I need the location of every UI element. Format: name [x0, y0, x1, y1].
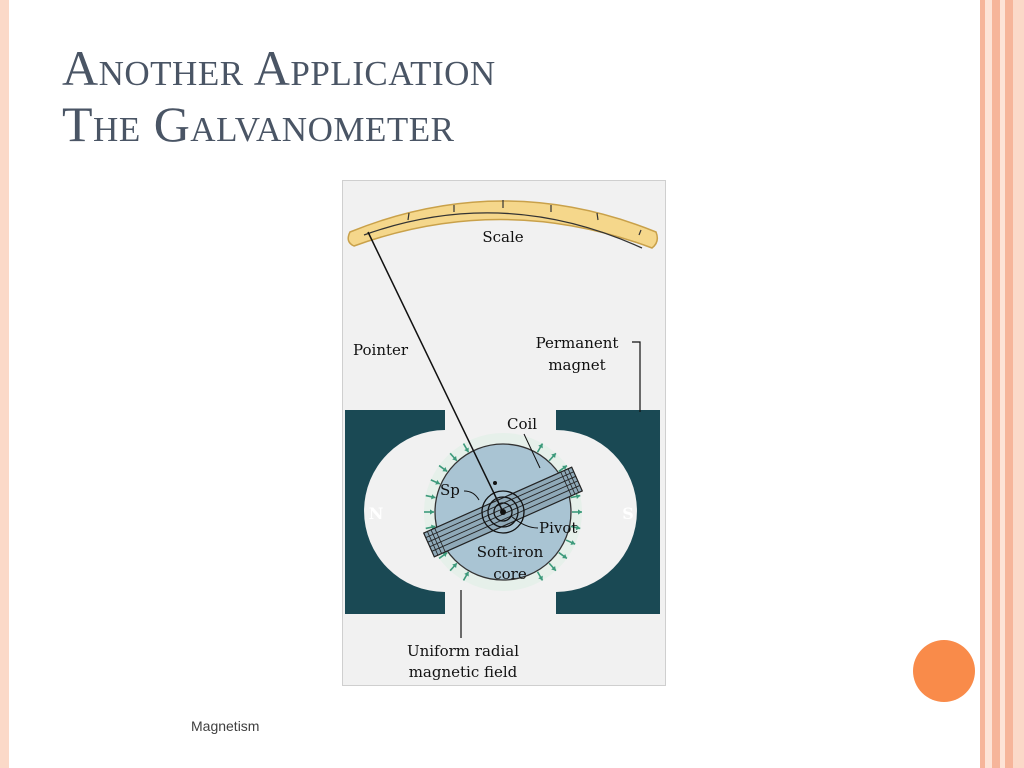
- scale-arc: [347, 200, 659, 249]
- field-arrowhead: [431, 494, 436, 500]
- field-arrowhead: [442, 552, 448, 558]
- permanent-magnet-label-1: Permanent: [536, 334, 619, 352]
- field-arrowhead: [551, 565, 556, 571]
- field-arrowhead: [464, 447, 469, 453]
- field-label-2: magnetic field: [409, 663, 518, 681]
- pivot-label: Pivot: [539, 519, 577, 537]
- scale-label: Scale: [482, 228, 523, 246]
- field-arrowhead: [435, 479, 440, 485]
- slide-title: Another Application The Galvanometer: [62, 40, 496, 152]
- sp-label: Sp: [440, 481, 460, 499]
- field-arrowhead: [575, 525, 581, 531]
- accent-dot: [913, 640, 975, 702]
- scale-ticks: [407, 200, 642, 236]
- sp-leader: [463, 490, 480, 501]
- permanent-magnet-label-2: magnet: [548, 356, 605, 374]
- field-arrowhead: [430, 509, 434, 515]
- decor-stripe-6: [1013, 0, 1024, 768]
- field-arrowhead: [442, 466, 448, 472]
- decor-stripe-1: [980, 0, 985, 768]
- decor-stripe-left: [0, 0, 9, 768]
- coil-label: Coil: [507, 415, 537, 433]
- decor-stripe-3: [992, 0, 1000, 768]
- south-label: S: [622, 504, 634, 523]
- field-arrowhead: [464, 571, 469, 577]
- decor-stripe-4: [1000, 0, 1005, 768]
- field-label-1: Uniform radial: [407, 642, 519, 660]
- title-line-1: Another Application: [62, 40, 496, 96]
- field-arrowhead: [431, 524, 436, 530]
- galvanometer-figure: Scale N S Pointer Permanent magnet: [342, 180, 666, 686]
- coil-leader: [523, 433, 541, 469]
- field-arrowhead: [575, 493, 581, 499]
- field-arrowhead: [578, 509, 582, 515]
- core-label-1: Soft-iron: [477, 543, 544, 561]
- north-pole: [345, 410, 445, 614]
- field-arrowhead: [538, 443, 543, 449]
- title-line-2: The Galvanometer: [62, 96, 455, 152]
- pointer-label: Pointer: [353, 341, 409, 359]
- field-arrowhead: [562, 553, 567, 559]
- decor-stripe-5: [1005, 0, 1013, 768]
- field-arrowhead: [570, 540, 576, 545]
- spiral-spring: [481, 490, 525, 534]
- field-arrowhead: [562, 465, 567, 471]
- north-label: N: [369, 504, 384, 523]
- pivot-leader: [510, 515, 539, 529]
- field-arrowhead: [538, 575, 543, 581]
- slide-footer: Magnetism: [191, 718, 260, 734]
- field-arrowhead: [551, 453, 556, 459]
- core-label-2: core: [493, 565, 527, 583]
- permanent-magnet-leader: [632, 341, 641, 412]
- south-pole: [556, 410, 660, 614]
- field-arrowhead: [452, 563, 457, 568]
- decor-stripe-2: [985, 0, 992, 768]
- pointer-needle: [367, 231, 504, 513]
- field-arrowhead: [452, 456, 457, 461]
